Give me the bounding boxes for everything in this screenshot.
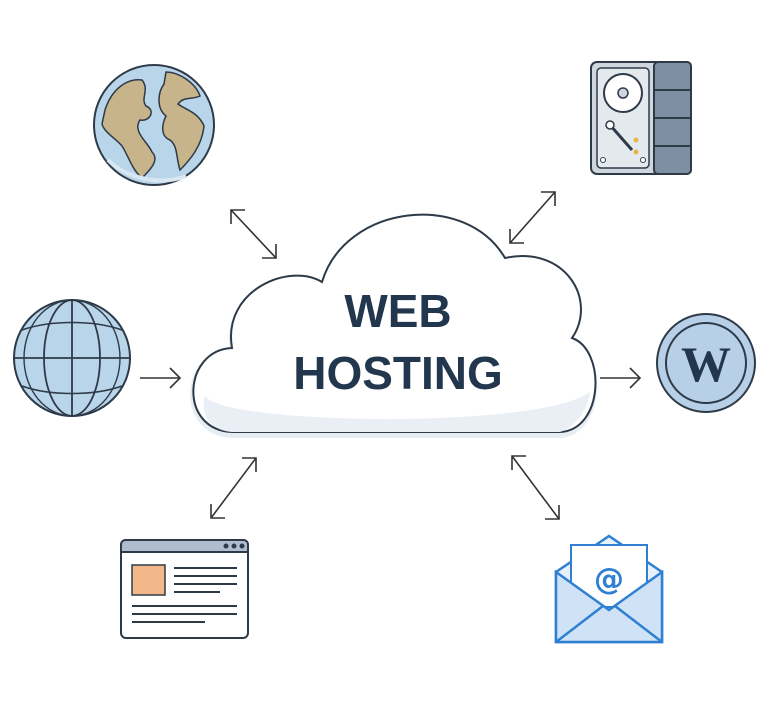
hosting-cloud: WEB HOSTING (190, 213, 597, 438)
cloud-title-line1: WEB (344, 285, 451, 337)
wordpress-letter: W (681, 336, 731, 392)
hard-drive-server-icon (590, 61, 692, 175)
arrow-website-double (210, 457, 257, 519)
email-envelope-icon: @ (554, 534, 664, 644)
wireframe-globe-icon (13, 299, 131, 417)
wordpress-logo-icon: W (656, 313, 756, 413)
arrow-email-double (511, 455, 560, 520)
website-window-icon (120, 539, 249, 639)
email-at-symbol: @ (594, 562, 624, 597)
earth-globe-icon (93, 64, 215, 186)
cloud-title-line2: HOSTING (293, 347, 503, 399)
arrow-globe-right (140, 367, 182, 389)
connection-arrows (140, 191, 642, 520)
cloud-body (192, 213, 597, 433)
arrow-earth-double (230, 209, 277, 259)
arrow-server-double (509, 191, 556, 244)
cloud-inner-shade (203, 392, 590, 432)
arrow-cms-right (600, 367, 642, 389)
